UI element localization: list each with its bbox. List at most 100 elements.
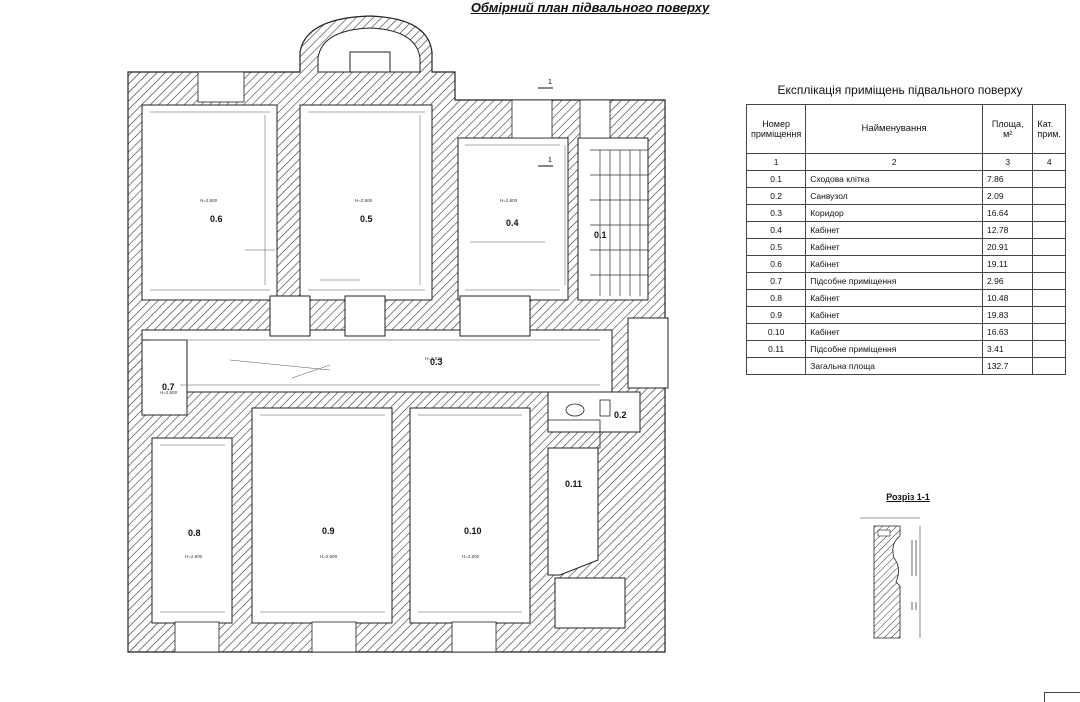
room-name-cell: Кабінет: [805, 221, 984, 239]
room-area-cell: 19.83: [982, 306, 1034, 324]
svg-text:H=2.600: H=2.600: [200, 198, 218, 203]
svg-text:H=2.600: H=2.600: [320, 554, 338, 559]
room-label: 0.6: [210, 214, 223, 224]
room-0-7-area: [141, 339, 188, 416]
room-number-cell: 0.9: [745, 306, 807, 324]
room-name-cell: Коридор: [805, 204, 984, 222]
index-cell: 1: [745, 153, 807, 171]
room-name-cell: Кабінет: [805, 323, 984, 341]
room-category-cell: [1032, 340, 1066, 358]
stair-landing: [627, 317, 669, 389]
table-row: 0.10 Кабінет 16.63: [745, 323, 1066, 341]
table-row: 0.3 Коридор 16.64: [745, 204, 1066, 222]
header-area: Площа, м²: [982, 104, 1034, 154]
room-number-cell: 0.4: [745, 221, 807, 239]
room-0-9-area: [251, 407, 393, 624]
total-category-cell: [1032, 357, 1066, 375]
table-row: 0.6 Кабінет 19.11: [745, 255, 1066, 273]
entrance-area: [554, 577, 626, 629]
room-area-cell: 2.96: [982, 272, 1034, 290]
svg-text:H=2.600: H=2.600: [355, 198, 373, 203]
room-label: 0.7: [162, 382, 175, 392]
header-name: Найменування: [805, 104, 984, 154]
section-drawing: [860, 517, 921, 639]
index-cell: 4: [1032, 153, 1066, 171]
room-label: 0.4: [506, 218, 519, 228]
svg-text:H=2.600: H=2.600: [500, 198, 518, 203]
room-0-10-area: [409, 407, 531, 624]
table-row: 0.7 Підсобне приміщення 2.96: [745, 272, 1066, 290]
header-number: Номер приміщення: [745, 104, 807, 154]
room-label: 0.10: [464, 526, 482, 536]
room-label: 0.2: [614, 410, 627, 420]
room-number-cell: 0.8: [745, 289, 807, 307]
total-empty-cell: [745, 357, 807, 375]
room-name-cell: Кабінет: [805, 306, 984, 324]
svg-text:H=2.600: H=2.600: [462, 554, 480, 559]
room-area-cell: 19.11: [982, 255, 1034, 273]
room-0-11-area: [547, 447, 599, 576]
total-area: 132.7: [982, 357, 1034, 375]
room-name-cell: Кабінет: [805, 289, 984, 307]
total-row: Загальна площа 132.7: [745, 357, 1066, 375]
room-category-cell: [1032, 221, 1066, 239]
index-row: 1 2 3 4: [745, 153, 1066, 171]
table-row: 0.1 Сходова клітка 7.86: [745, 170, 1066, 188]
explication-header-row: Номер приміщення Найменування Площа, м² …: [745, 104, 1066, 154]
room-number-cell: 0.11: [745, 340, 807, 358]
room-0-3-ext: [269, 295, 311, 337]
room-label: 0.5: [360, 214, 373, 224]
floor-plan: H=2.600 H=2.600 H=2.600 H=2.620 H=2.600 …: [127, 15, 669, 653]
table-row: 0.11 Підсобне приміщення 3.41: [745, 340, 1066, 358]
room-name-cell: Кабінет: [805, 255, 984, 273]
room-area-cell: 2.09: [982, 187, 1034, 205]
index-cell: 2: [805, 153, 984, 171]
room-name-cell: Підсобне приміщення: [805, 340, 984, 358]
room-label: 0.1: [594, 230, 607, 240]
room-interiors: [141, 104, 669, 629]
room-name-cell: Підсобне приміщення: [805, 272, 984, 290]
room-0-1-area: [577, 137, 649, 301]
room-category-cell: [1032, 272, 1066, 290]
room-area-cell: 10.48: [982, 289, 1034, 307]
room-area-cell: 3.41: [982, 340, 1034, 358]
room-category-cell: [1032, 204, 1066, 222]
room-area-cell: 12.78: [982, 221, 1034, 239]
room-number-cell: 0.5: [745, 238, 807, 256]
room-number-cell: 0.6: [745, 255, 807, 273]
section-title: Розріз 1-1: [886, 492, 930, 502]
table-row: 0.8 Кабінет 10.48: [745, 289, 1066, 307]
explication-title: Експлікація приміщень підвального поверх…: [777, 83, 1023, 97]
room-labels: 0.6 0.5 0.4 0.1 0.3 0.7 0.2 0.11 0.8 0.9…: [162, 214, 627, 538]
section-mark-bottom: 1: [548, 157, 552, 164]
total-label: Загальна площа: [805, 357, 984, 375]
room-label: 0.8: [188, 528, 201, 538]
room-number-cell: 0.10: [745, 323, 807, 341]
header-category: Кат. прим.: [1032, 104, 1066, 154]
room-0-2-area: [547, 391, 641, 433]
frame-corner: [1044, 692, 1080, 702]
svg-text:H=2.600: H=2.600: [160, 390, 178, 395]
section-mark-top: 1: [548, 79, 552, 86]
room-label: 0.9: [322, 526, 335, 536]
room-0-5-area: [299, 104, 433, 301]
section-marks: 1 1: [538, 79, 553, 167]
room-category-cell: [1032, 170, 1066, 188]
room-area-cell: 16.64: [982, 204, 1034, 222]
wc-fixture: [548, 399, 611, 449]
room-area-cell: 16.63: [982, 323, 1034, 341]
room-area-cell: 7.86: [982, 170, 1034, 188]
room-category-cell: [1032, 187, 1066, 205]
room-number-cell: 0.1: [745, 170, 807, 188]
dimension-lines: [150, 111, 600, 613]
room-category-cell: [1032, 289, 1066, 307]
room-category-cell: [1032, 306, 1066, 324]
svg-text:H=2.620: H=2.620: [425, 356, 443, 361]
room-0-3-ext2: [344, 295, 386, 337]
room-number-cell: 0.7: [745, 272, 807, 290]
room-label: 0.3: [430, 357, 443, 367]
room-label: 0.11: [565, 479, 582, 489]
room-number-cell: 0.3: [745, 204, 807, 222]
room-0-6-area: [141, 104, 278, 301]
